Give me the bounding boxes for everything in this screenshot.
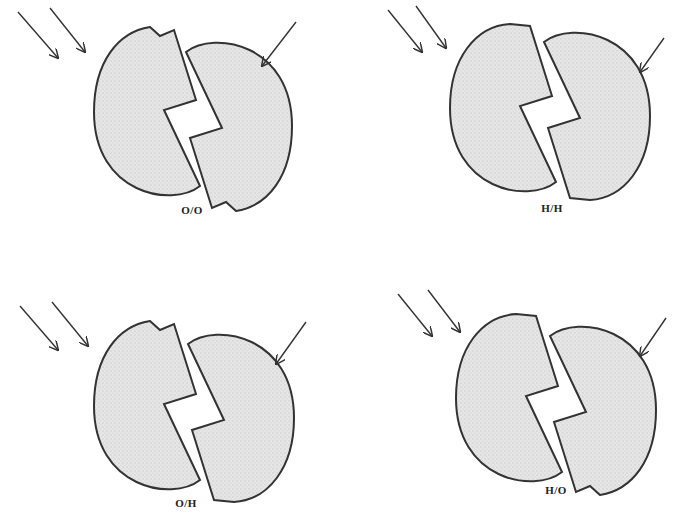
- load-arrows: [20, 302, 306, 364]
- fragment-pair: [450, 24, 650, 200]
- panel-label: O/H: [175, 497, 197, 509]
- fragment-pair: [456, 314, 656, 495]
- panel-label: H/O: [545, 484, 567, 496]
- panel-label: O/O: [181, 204, 203, 216]
- fragment-pair: [94, 321, 294, 502]
- fragment-pair: [94, 27, 292, 211]
- load-arrows: [388, 6, 664, 72]
- load-arrows: [398, 290, 666, 356]
- panel-label: H/H: [541, 202, 563, 214]
- load-arrows: [18, 8, 296, 66]
